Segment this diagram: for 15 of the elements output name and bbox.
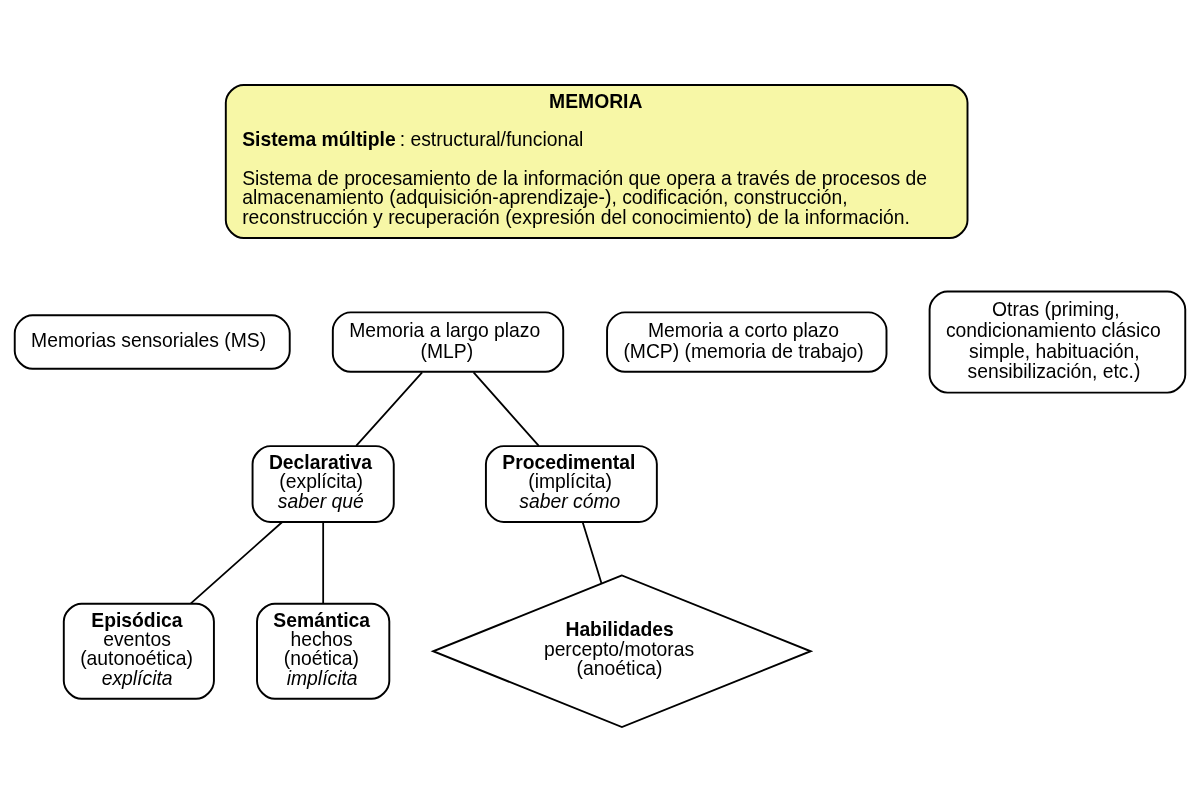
connector: [355, 371, 424, 447]
connector: [581, 521, 603, 584]
node-box: Semántica hechos (noética) implícita: [256, 602, 391, 700]
node-box: Declarativa (explícita) saber qué: [251, 445, 395, 523]
connector: [322, 521, 325, 605]
node-box: Memoria a largo plazo (MLP): [331, 311, 565, 373]
node-box: Memorias sensoriales (MS): [13, 314, 291, 370]
node-box: Episódica eventos (autonoética) explícita: [62, 602, 215, 700]
node-box: Procedimental (implícita) saber cómo: [484, 445, 658, 523]
node-box: Otras (priming, condicionamiento clásico simple, habituación, sensibilización, etc.): [928, 290, 1187, 394]
node-diamond: Habilidades percepto/motoras (anoética): [430, 574, 814, 729]
node-box: Memoria a corto plazo (MCP) (memoria de trabajo): [606, 311, 888, 373]
connector: [190, 521, 284, 605]
connector: [472, 371, 540, 447]
node-box: MEMORIA Sistema múltiple: estructural/funcional Sistema de procesamiento de la información que opera a través de procesos de almacenamiento (adquisición-aprendizaje-), codificación, construcción, reconstrucción y recuperación (expresión del conocimiento) de la información.: [224, 84, 969, 239]
